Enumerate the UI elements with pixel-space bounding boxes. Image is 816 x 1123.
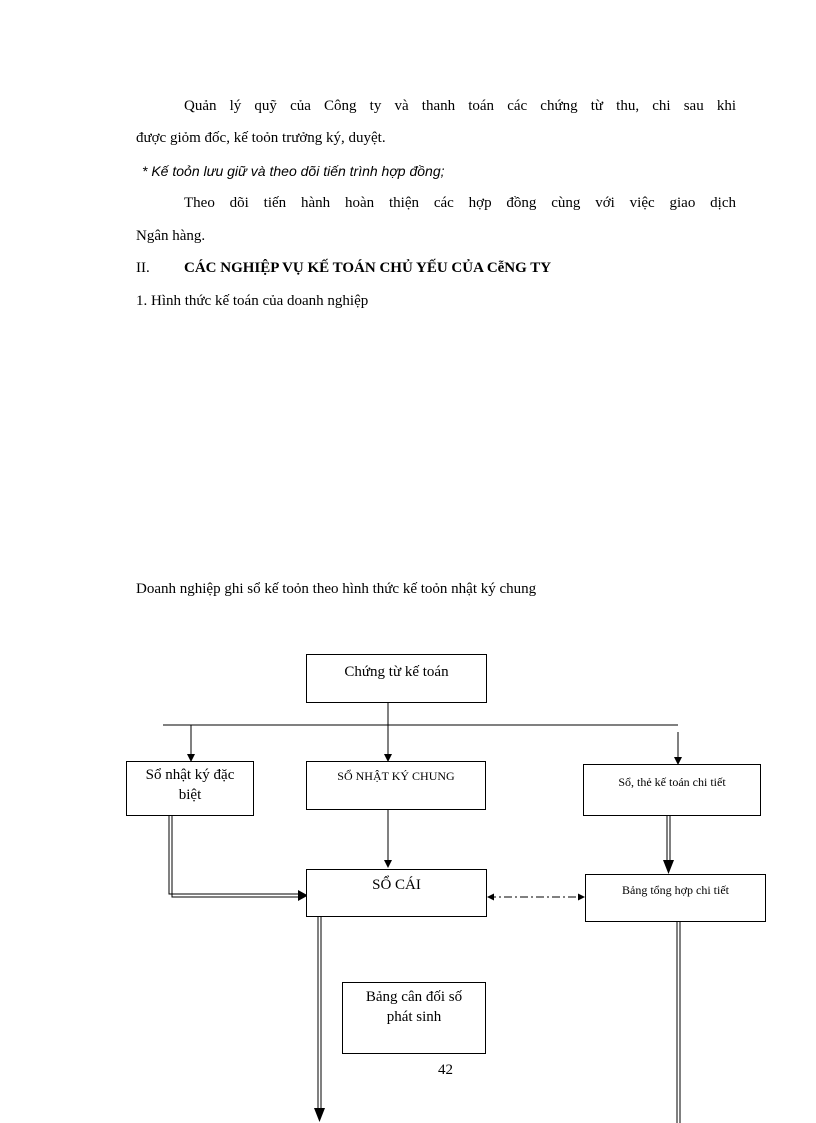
- arrow-head: [663, 860, 674, 874]
- box-label: Bảng tổng hợp chi tiết: [622, 883, 729, 897]
- italic-note: * Kế toỏn lưu giữ và theo dõi tiến trình…: [142, 163, 445, 179]
- box-label: Sổ nhật ký đặc biệt: [145, 767, 235, 803]
- box-so-cai: SỔ CÁI: [306, 869, 487, 917]
- subsection-heading: 1. Hình thức kế toán của doanh nghiệp: [136, 293, 369, 309]
- box-label: Sổ, thẻ kế toán chi tiết: [618, 775, 726, 789]
- box-label: SỔ NHẬT KÝ CHUNG: [337, 769, 455, 783]
- box-label: SỔ CÁI: [372, 877, 421, 893]
- box-so-nhat-ky-chung: SỔ NHẬT KÝ CHUNG: [306, 761, 486, 810]
- arrow-head: [298, 890, 308, 901]
- paragraph-line: Theo dõi tiến hành hoàn thiện các hợp đồ…: [184, 195, 736, 211]
- box-bang-tong-hop-chi-tiet: Bảng tổng hợp chi tiết: [585, 874, 766, 922]
- diagram-intro: Doanh nghiệp ghi sổ kế toỏn theo hình th…: [136, 581, 537, 597]
- box-label: Bảng cân đối số phát sinh: [365, 989, 463, 1025]
- paragraph-line: được giỏm đốc, kế toỏn trưởng ký, duyệt.: [136, 130, 386, 146]
- double-arrow-line: [171, 816, 300, 898]
- section-number: II.: [136, 260, 150, 276]
- section-heading: CÁC NGHIỆP VỤ KẾ TOÁN CHỦ YẾU CỦA CễNG T…: [184, 260, 552, 276]
- paragraph-line: Quản lý quỹ của Công ty và thanh toán cá…: [184, 98, 736, 114]
- box-bang-can-doi-so-phat-sinh: Bảng cân đối số phát sinh: [342, 982, 486, 1054]
- paragraph-line: Ngân hàng.: [136, 228, 206, 244]
- double-arrow-line: [168, 816, 300, 895]
- box-label: Chứng từ kế toán: [344, 664, 449, 680]
- box-so-the-ke-toan-chi-tiet: Sổ, thẻ kế toán chi tiết: [583, 764, 761, 816]
- arrow-head: [314, 1108, 325, 1122]
- page-number: 42: [438, 1062, 453, 1078]
- box-so-nhat-ky-dac-biet: Sổ nhật ký đặc biệt: [126, 761, 254, 816]
- box-chung-tu-ke-toan: Chứng từ kế toán: [306, 654, 487, 703]
